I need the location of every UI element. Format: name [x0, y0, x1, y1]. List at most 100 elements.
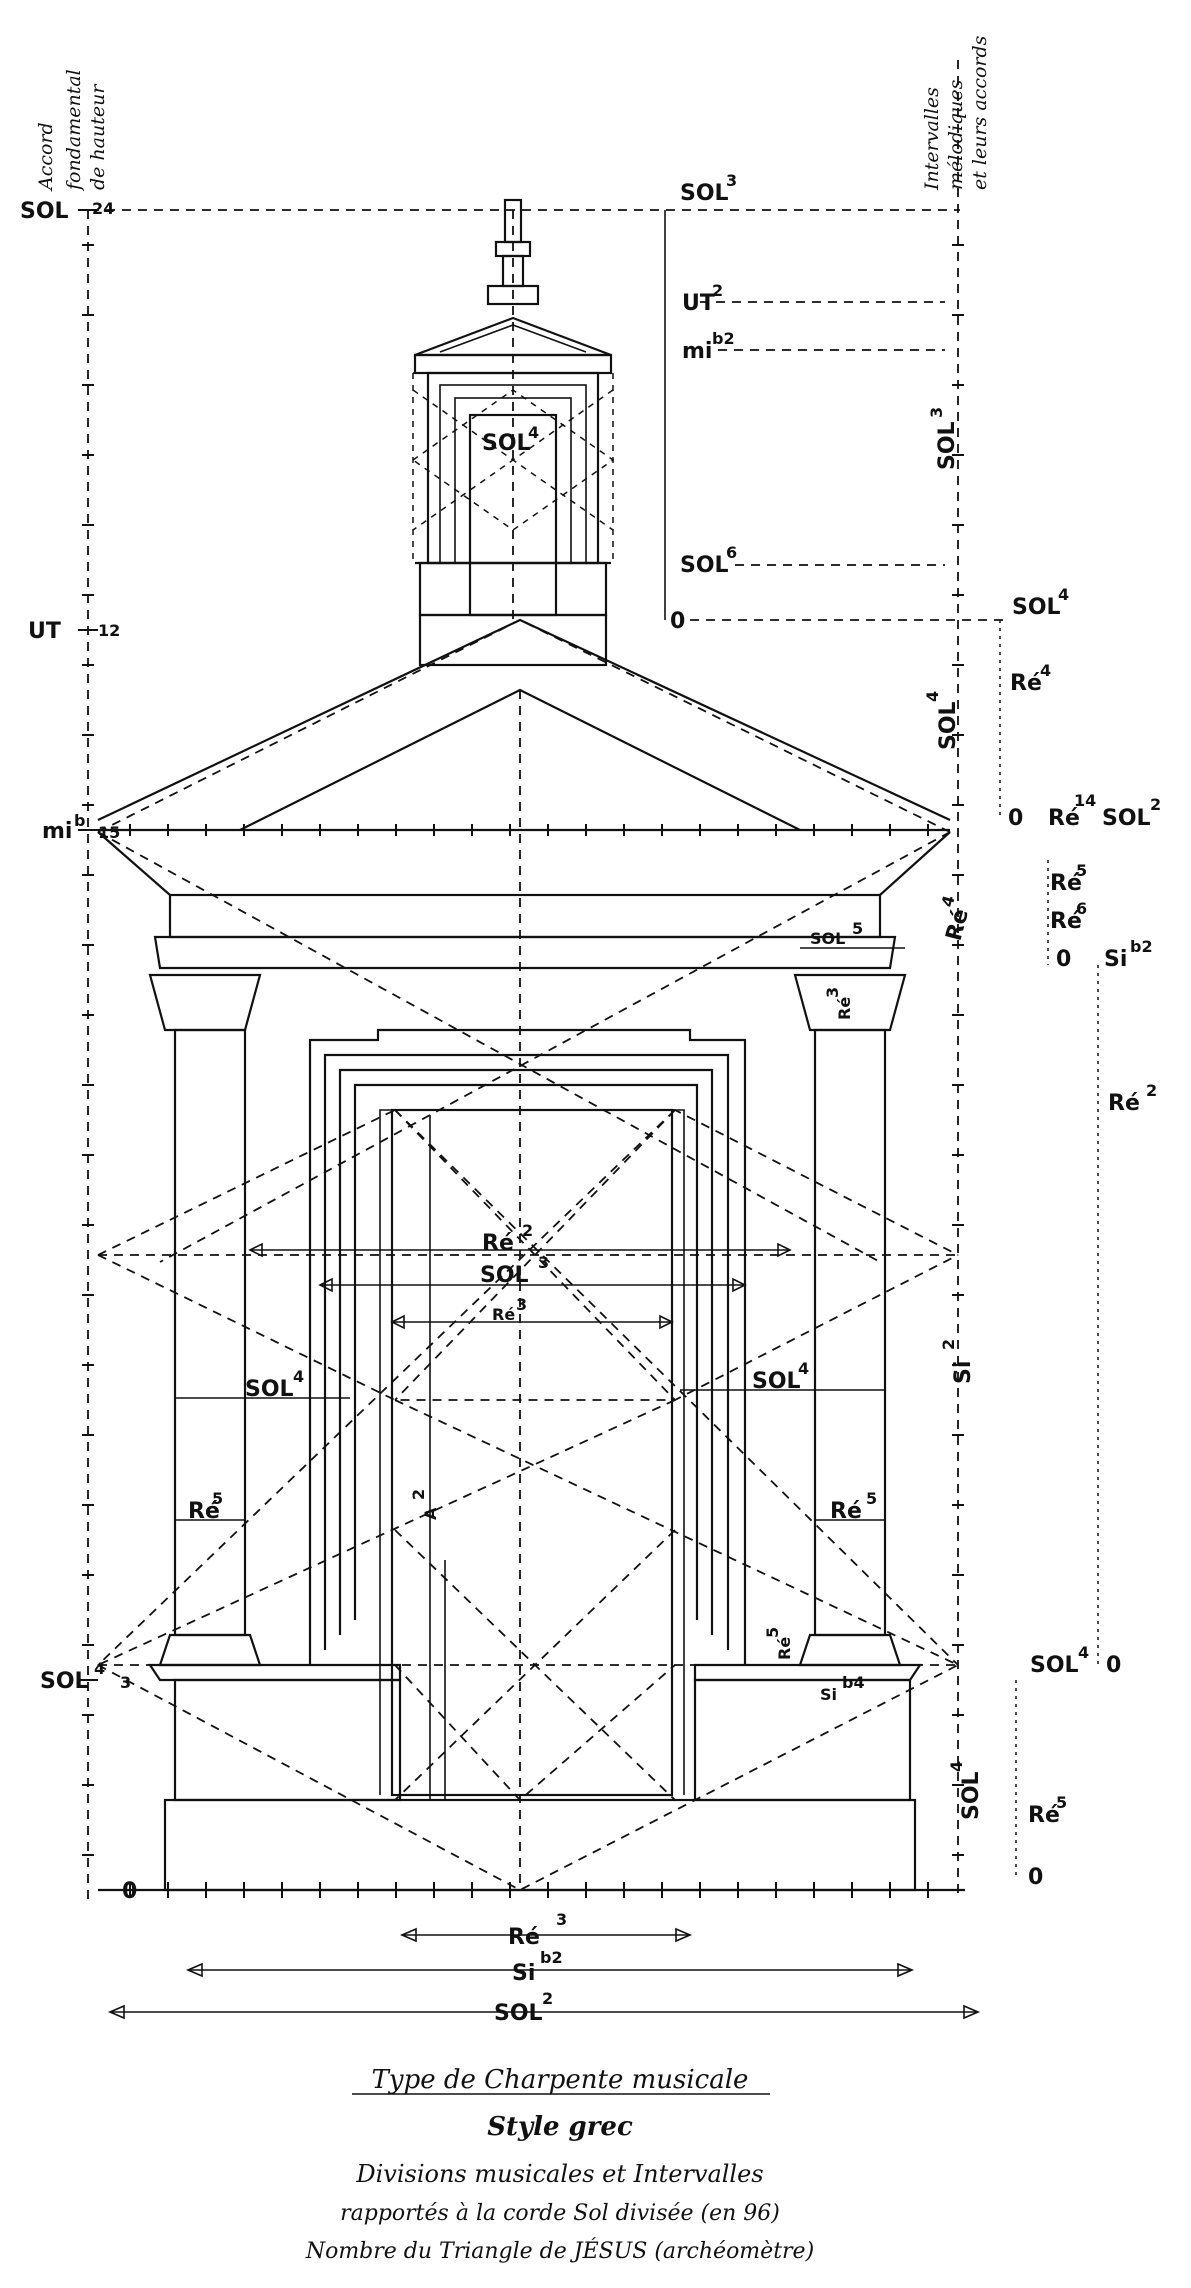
- right-sol3-side-sup: 3: [927, 407, 946, 418]
- right-sol2-sup: 2: [1150, 795, 1161, 814]
- bottom-re3-sup: 3: [556, 1910, 567, 1929]
- bottom-sol2-sup: 2: [542, 1989, 553, 2008]
- left-re5-label: Ré: [188, 1499, 220, 1524]
- cap-sol5-sup: 5: [852, 919, 863, 938]
- left-sol4-num: 3: [120, 1673, 131, 1692]
- left-header-line1: Accord: [35, 122, 57, 192]
- left-ut-label: UT: [28, 619, 61, 644]
- bottom-re3-label: Ré: [508, 1925, 540, 1950]
- right-column: SOL 5 Ré 3: [793, 919, 907, 1667]
- podium: Si b4 Ré 5: [147, 1627, 923, 1892]
- left-mi-num: 15: [98, 823, 120, 842]
- right-axis: [952, 60, 1099, 1900]
- right-mi-sup: b2: [712, 329, 735, 348]
- right-re6-sup: 6: [1076, 899, 1087, 918]
- re-small-label: Ré: [775, 1637, 794, 1660]
- right-mi-label: mi: [682, 339, 712, 364]
- right-sib2-label: Si: [1104, 947, 1127, 972]
- la2-label: A: [421, 1507, 440, 1520]
- right-re4-sup: 4: [1040, 661, 1051, 680]
- right-header-line3: et leurs accords: [969, 35, 991, 190]
- caption-rapportes: rapportés à la corde Sol divisée (en 96): [340, 2201, 780, 2226]
- caption-style: Style grec: [487, 2112, 633, 2142]
- left-sol-label: SOL: [20, 199, 69, 224]
- sol3-center-sup: 3: [538, 1253, 549, 1272]
- left-sol4-dim-label: SOL: [245, 1377, 294, 1402]
- right-re5-label: Ré: [830, 1499, 862, 1524]
- right-sol3-sup: 3: [726, 171, 737, 190]
- right-sib2-sup: b2: [1130, 937, 1153, 956]
- right-re5-label: Ré: [1050, 871, 1082, 896]
- bottom-sol2-label: SOL: [494, 2001, 543, 2026]
- right-mid-zero4: 0: [1028, 1865, 1043, 1890]
- left-sol4-sup: 4: [94, 1659, 105, 1678]
- right-sol3-side-label: SOL: [935, 421, 960, 470]
- right-sol6-sup: 6: [726, 543, 737, 562]
- right-re14-sup: 14: [1074, 791, 1096, 810]
- right-sol4-dim-sup: 4: [798, 1359, 809, 1378]
- right-sol4c-label: SOL: [959, 1771, 984, 1820]
- right-re2-label: Ré: [1108, 1091, 1140, 1116]
- re-small-sup: 5: [763, 1627, 782, 1638]
- right-ut2-label: UT: [682, 291, 715, 316]
- right-sol3-label: SOL: [680, 181, 729, 206]
- inner-dimensions: Ré 2 SOL 3 Ré 3 SOL 4 SOL 4 Ré 5 Ré 5 A …: [175, 1221, 885, 1524]
- cap-re3-label: Ré: [835, 997, 854, 1020]
- re3-center-sup: 3: [516, 1295, 527, 1314]
- left-re5-sup: 5: [212, 1489, 223, 1508]
- right-re4b-label: Ré: [942, 906, 974, 943]
- right-sol4-label: SOL: [1012, 595, 1061, 620]
- spire: SOL 4: [411, 198, 615, 667]
- right-sol6-label: SOL: [680, 553, 729, 578]
- right-top-zero: 0: [670, 609, 685, 634]
- caption-title: Type de Charpente musicale: [372, 2065, 749, 2095]
- left-header-line2: fondamental: [63, 69, 85, 192]
- pediment: [97, 618, 951, 1890]
- right-re5b-sup: 5: [1056, 1793, 1067, 1812]
- diamond-construction: [97, 1109, 959, 1892]
- left-scale: SOL 24 UT 12 mi b 15 SOL 4 3 0: [20, 199, 137, 1904]
- left-mi-sup: b: [74, 811, 85, 830]
- bottom-sib2-sup: b2: [540, 1948, 563, 1967]
- left-sol-num: 24: [92, 199, 114, 218]
- right-re6-label: Ré: [1050, 909, 1082, 934]
- right-re14-label: Ré: [1048, 806, 1080, 831]
- left-header: Accord fondamental de hauteur: [35, 69, 109, 192]
- right-sol4-dim-label: SOL: [752, 1369, 801, 1394]
- right-sol4v-sup: 4: [923, 691, 942, 702]
- cap-re3-sup: 3: [823, 987, 842, 998]
- spire-sol4-sup: 4: [528, 423, 539, 442]
- left-sol4-label: SOL: [40, 1669, 89, 1694]
- sib4-label: Si: [820, 1685, 837, 1704]
- cap-sol5-label: SOL: [810, 929, 845, 948]
- left-ut-num: 12: [98, 621, 120, 640]
- right-header-line2: mélodiques: [945, 79, 967, 190]
- sib4-sup: b4: [842, 1673, 865, 1692]
- right-sol2-label: SOL: [1102, 806, 1151, 831]
- right-re5-sup: 5: [866, 1489, 877, 1508]
- sol3-center-label: SOL: [480, 1263, 529, 1288]
- right-sol4c-sup: 4: [947, 1761, 966, 1772]
- right-re5-sup: 5: [1076, 861, 1087, 880]
- right-sol4b-sup: 4: [1078, 1643, 1089, 1662]
- right-mid-zero2: 0: [1056, 947, 1071, 972]
- bottom-sib2-label: Si: [512, 1961, 535, 1986]
- left-column: [148, 973, 262, 1667]
- right-re4-label: Ré: [1010, 671, 1042, 696]
- right-re2-sup: 2: [1146, 1081, 1157, 1100]
- right-re5b-label: Ré: [1028, 1803, 1060, 1828]
- caption-divisions: Divisions musicales et Intervalles: [355, 2160, 763, 2188]
- left-header-line3: de hauteur: [87, 83, 109, 190]
- spire-sol4-label: SOL: [482, 431, 531, 456]
- re3-center-label: Ré: [492, 1305, 515, 1324]
- entablature: [97, 831, 951, 1263]
- right-header-line1: Intervalles: [921, 87, 943, 191]
- right-top-scale: SOL 3 UT 2 mi b2 SOL 3 SOL 6 0 SOL 4: [664, 171, 1069, 634]
- right-sol4v-label: SOL: [936, 701, 961, 750]
- baseline: Ré 3 Si b2 SOL 2: [98, 1882, 981, 2026]
- right-ut2-sup: 2: [712, 281, 723, 300]
- right-sol4-sup: 4: [1058, 585, 1069, 604]
- right-mid-zero: 0: [1008, 806, 1023, 831]
- right-si2-sup: 2: [939, 1339, 958, 1350]
